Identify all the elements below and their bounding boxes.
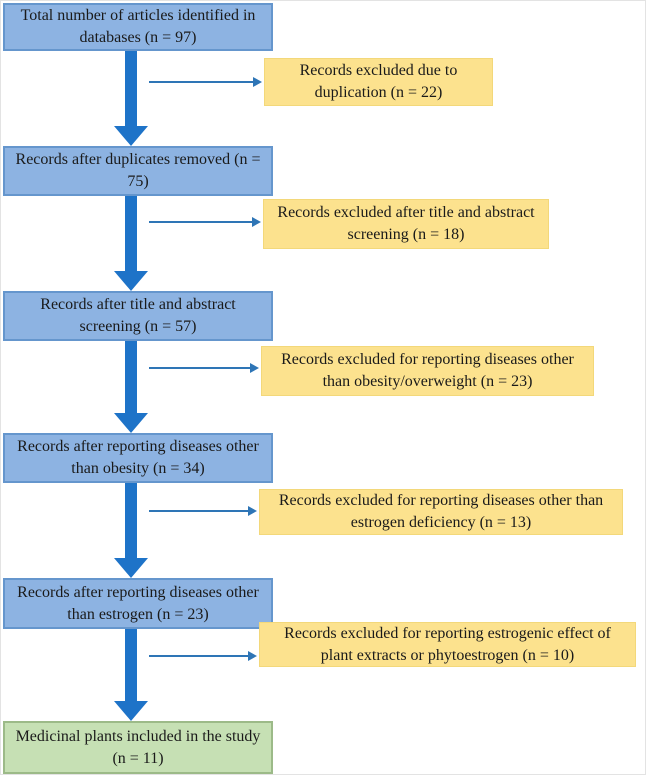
branch-arrow-3-icon	[149, 363, 259, 373]
down-arrow-4-icon	[114, 483, 148, 578]
exclusion-node-obesity-overweight: Records excluded for reporting diseases …	[261, 346, 594, 396]
down-arrow-2-icon	[114, 196, 148, 291]
branch-arrow-5-icon	[149, 651, 257, 661]
exclusion-node-title-abstract: Records excluded after title and abstrac…	[263, 199, 549, 249]
flow-node-after-other-than-obesity: Records after reporting diseases other t…	[3, 433, 273, 483]
exclusion-node-label: Records excluded for reporting estrogeni…	[284, 624, 611, 664]
down-arrow-1-icon	[114, 51, 148, 146]
flow-node-after-duplicates-removed: Records after duplicates removed (n = 75…	[3, 146, 273, 196]
flow-node-articles-identified: Total number of articles identified in d…	[3, 3, 273, 51]
down-arrow-5-icon	[114, 629, 148, 721]
flow-node-label: Medicinal plants included in the study (…	[15, 727, 261, 767]
exclusion-node-label: Records excluded for reporting diseases …	[281, 351, 574, 390]
flow-node-label: Records after title and abstract screeni…	[40, 296, 236, 335]
flow-node-included-in-study: Medicinal plants included in the study (…	[3, 721, 273, 774]
flow-node-after-other-than-estrogen: Records after reporting diseases other t…	[3, 578, 273, 629]
exclusion-node-estrogen-deficiency: Records excluded for reporting diseases …	[259, 489, 623, 535]
flow-node-label: Records after reporting diseases other t…	[17, 438, 259, 477]
branch-arrow-4-icon	[149, 506, 257, 516]
exclusion-node-duplication: Records excluded due to duplication (n =…	[264, 58, 493, 106]
flow-node-after-title-abstract-screening: Records after title and abstract screeni…	[3, 291, 273, 341]
exclusion-node-label: Records excluded for reporting diseases …	[278, 492, 604, 531]
exclusion-node-phytoestrogen: Records excluded for reporting estrogeni…	[259, 622, 636, 667]
exclusion-node-label: Records excluded due to duplication (n =…	[299, 62, 458, 101]
branch-arrow-2-icon	[149, 217, 261, 227]
flow-node-label: Total number of articles identified in d…	[20, 7, 256, 46]
branch-arrow-1-icon	[149, 77, 262, 87]
exclusion-node-label: Records excluded after title and abstrac…	[277, 204, 535, 243]
down-arrow-3-icon	[114, 341, 148, 433]
flow-node-label: Records after duplicates removed (n = 75…	[15, 151, 261, 190]
flow-node-label: Records after reporting diseases other t…	[17, 583, 259, 623]
